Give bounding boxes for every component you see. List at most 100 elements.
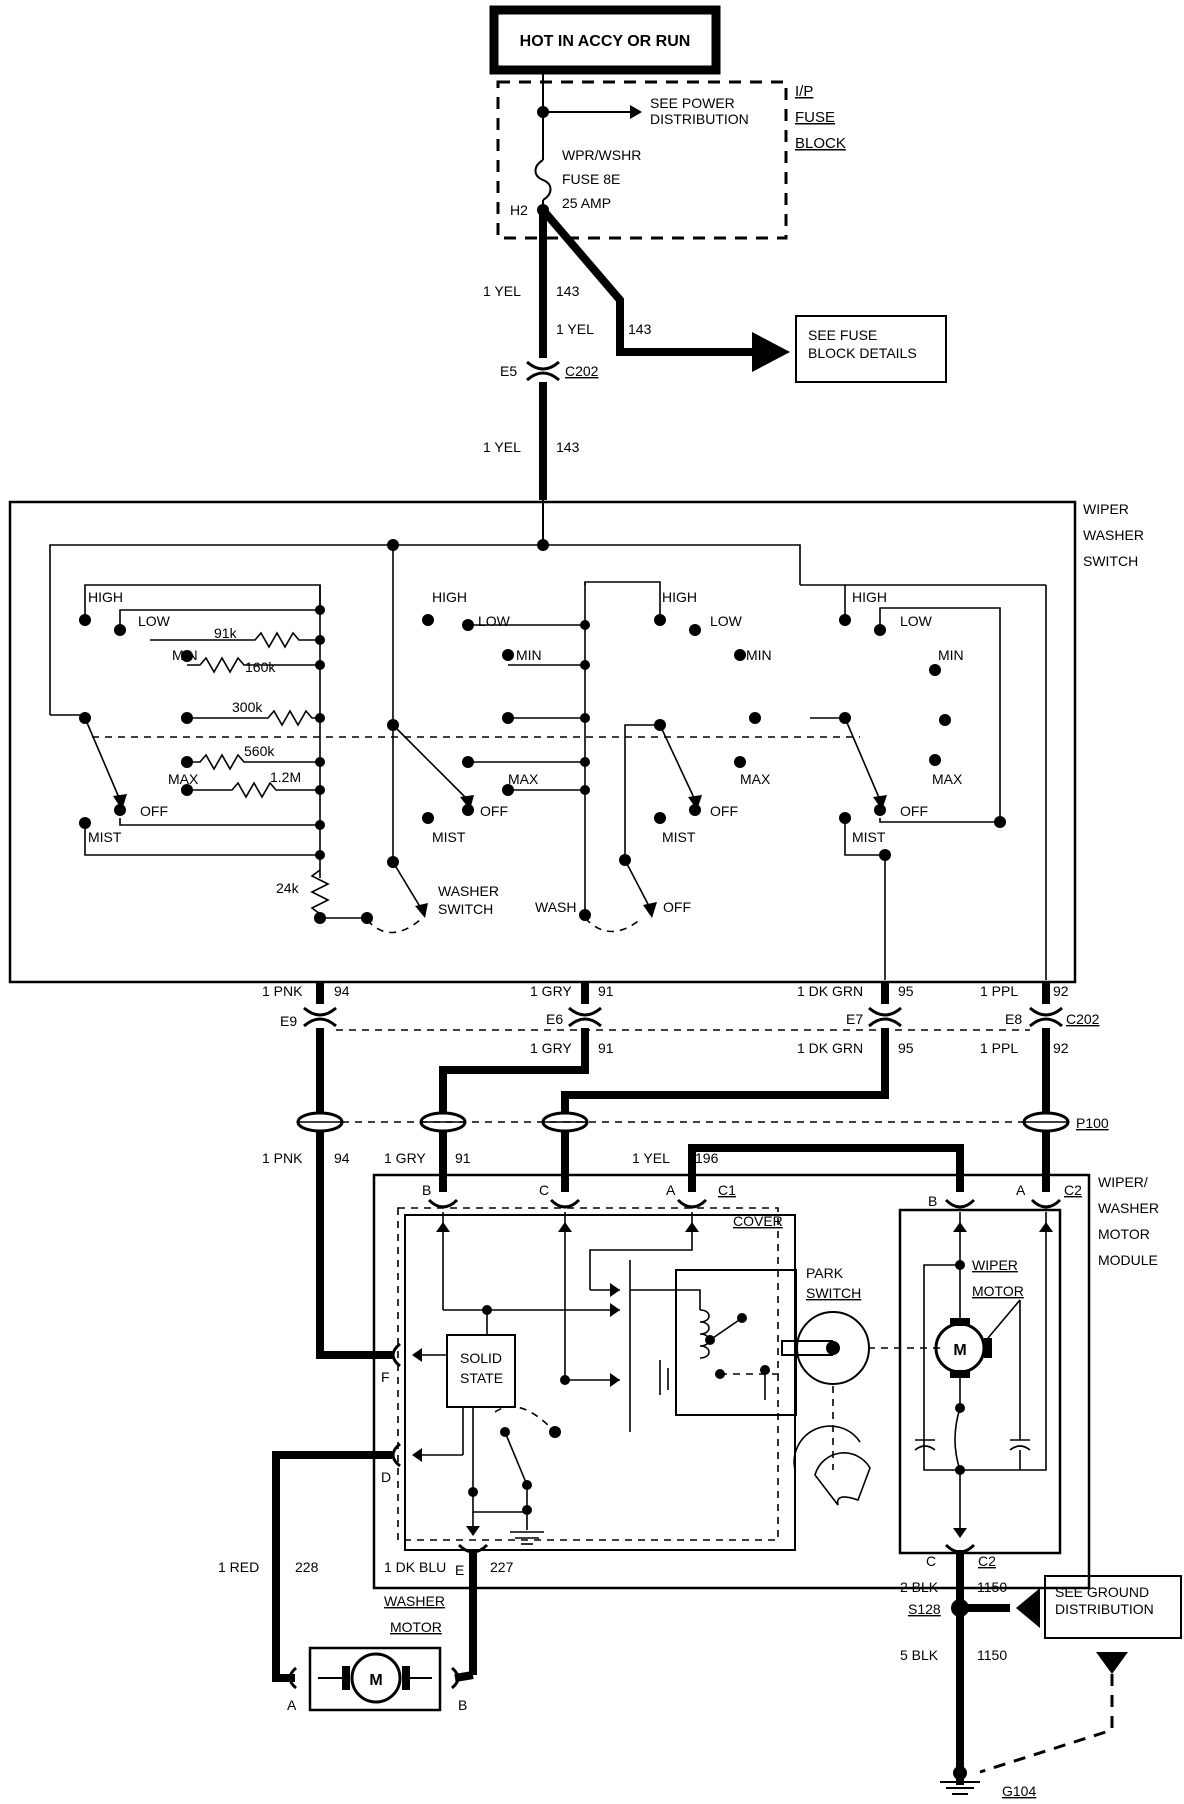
park-switch-2: SWITCH [806,1285,861,1301]
fuse-details-2: BLOCK DETAILS [808,345,917,361]
fuse-block-title-3: BLOCK [795,135,846,152]
relay-coil-icon [699,1309,710,1359]
module-title-1: WIPER/ [1098,1174,1148,1190]
washer-switch-1: WASHER [438,883,499,899]
s1-12m: 1.2M [270,769,301,785]
s1-91k: 91k [214,625,238,641]
s1-high: HIGH [88,589,123,605]
switch-title-2: WASHER [1083,527,1144,543]
wire-dkgrn-95-num: 95 [898,983,914,999]
see-ground-box [1044,1575,1182,1639]
solid-state-2: STATE [460,1370,503,1386]
washer-switch-2: SWITCH [438,901,493,917]
s3-off: OFF [710,803,738,819]
s2-low: LOW [478,613,511,629]
wire-gry-91-num-3: 91 [455,1150,471,1166]
pin-f-label: F [381,1369,390,1385]
wire-pnk-94-num: 94 [334,983,350,999]
wire-red-228-color: 1 RED [218,1559,259,1575]
wire-gry-91-num-2: 91 [598,1040,614,1056]
wire-red-228-num: 228 [295,1559,319,1575]
washer-motor-symbol [350,1652,402,1704]
fuse-label-2: FUSE 8E [562,171,620,187]
washer-motor-m: M [369,1672,382,1689]
wiper-motor-m: M [953,1342,966,1359]
fuse-icon [534,159,552,201]
wire-dkgrn-95-color: 1 DK GRN [797,983,863,999]
wire-ppl-92-num: 92 [1053,983,1069,999]
s3-mist: MIST [662,829,696,845]
module-title-3: MOTOR [1098,1226,1150,1242]
wire-blk2-num: 1150 [977,1579,1007,1595]
switch-title-1: WIPER [1083,501,1129,517]
wire-yel-143-num: 143 [556,283,580,299]
see-power-1: SEE POWER [650,95,735,111]
solid-state-1: SOLID [460,1350,502,1366]
wire-gry-91-color-2: 1 GRY [530,1040,572,1056]
s4-mist: MIST [852,829,886,845]
see-power-2: DISTRIBUTION [650,111,749,127]
s1-160k: 160k [245,659,276,675]
s4-min: MIN [938,647,964,663]
wire-blk5-color: 5 BLK [900,1647,939,1663]
c2-pin-a: A [1016,1182,1026,1198]
fuse-terminal-h2: H2 [510,202,528,218]
s4-low: LOW [900,613,933,629]
fuse-details-box [795,315,947,383]
connector-e6-label: E6 [546,1011,563,1027]
wiper-motor-1: WIPER [972,1257,1018,1273]
ground-g104: G104 [1002,1783,1036,1799]
s1-min: MIN [172,647,198,663]
arrow-right-icon [752,332,790,372]
s4-off: OFF [900,803,928,819]
ground-icon [940,1781,980,1795]
c2-lower-label: C2 [978,1553,996,1569]
washer-motor-box [308,1646,442,1712]
connector-c202-label: C202 [565,363,599,379]
wire-gry-91-color-3: 1 GRY [384,1150,426,1166]
resistor-icon [187,781,320,799]
s4-max: MAX [932,771,963,787]
c1-pin-c: C [539,1182,549,1198]
wire-pnk-94-color-2: 1 PNK [262,1150,303,1166]
c2-pin-c: C [926,1553,936,1569]
cover-label: COVER [733,1213,783,1229]
wire-ppl-92-color-2: 1 PPL [980,1040,1018,1056]
ground-icon [510,1531,544,1545]
wire-pnk-94-num-2: 94 [334,1150,350,1166]
wire-dkgrn-95-num-2: 95 [898,1040,914,1056]
s3-low: LOW [710,613,743,629]
module-title-2: WASHER [1098,1200,1159,1216]
fuse-label-3: 25 AMP [562,195,611,211]
wire-yel-143-color-2: 1 YEL [483,439,521,455]
s3-high: HIGH [662,589,697,605]
park-switch-1: PARK [806,1265,844,1281]
wire-dkgrn-95-color-2: 1 DK GRN [797,1040,863,1056]
s3-max: MAX [740,771,771,787]
s1-off: OFF [140,803,168,819]
connector-c202-lower-label: C202 [1066,1011,1100,1027]
s1-560k: 560k [244,743,275,759]
s1-low: LOW [138,613,171,629]
c1-pin-b: B [422,1182,431,1198]
s1-300k: 300k [232,699,263,715]
wire-yel-143-color: 1 YEL [483,283,521,299]
s2-mist: MIST [432,829,466,845]
washer-pin-a: A [287,1697,297,1713]
wire-yel-196-color: 1 YEL [632,1150,670,1166]
antenna-icon [1096,1652,1128,1674]
fuse-block-title-2: FUSE [795,109,835,126]
connector-p100-label: P100 [1076,1115,1109,1131]
connector-e5-label: E5 [500,363,517,379]
hot-label-box [489,5,721,75]
park-relay [675,1269,797,1416]
s2-max: MAX [508,771,539,787]
s2-min: MIN [516,647,542,663]
connector-e9 [303,1006,337,1028]
pin-e-label: E [455,1562,464,1578]
wash-off-label: OFF [663,899,691,915]
wire-yel-143-branch-color: 1 YEL [556,321,594,337]
c2-pin-b: B [928,1193,937,1209]
wire-ppl-92-color: 1 PPL [980,983,1018,999]
